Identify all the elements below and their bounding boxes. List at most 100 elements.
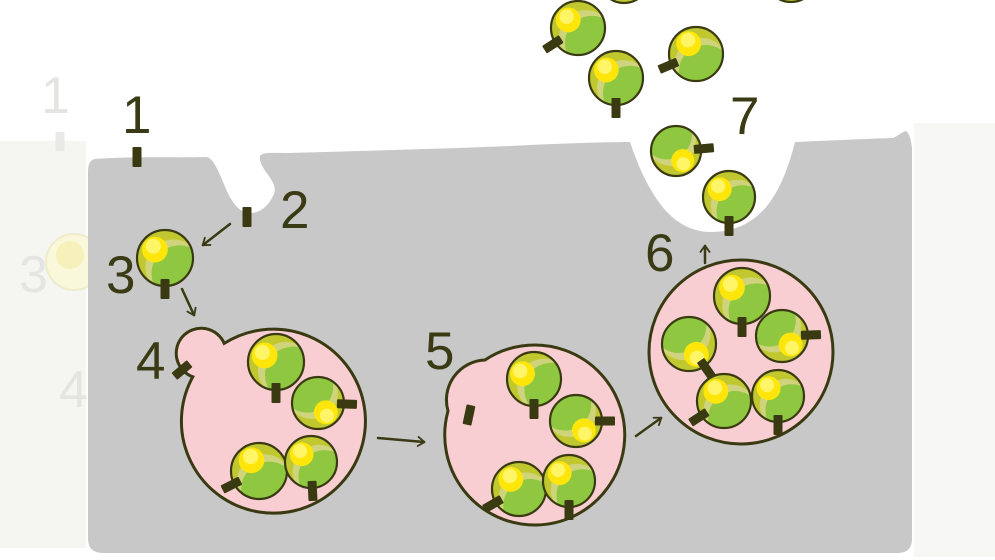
membrane-receptor-tick (462, 404, 476, 426)
membrane-receptor-tick (132, 147, 142, 167)
virion-highlight-bright (760, 378, 775, 393)
spike-protein-tick (564, 500, 574, 520)
virion-highlight-bright (254, 344, 270, 361)
virion-green-shade (603, 65, 643, 105)
virion-outline (667, 25, 725, 83)
virion-body-group (655, 310, 716, 371)
virion-spike-group (697, 358, 716, 379)
spike-protein-tick (220, 476, 242, 494)
virion-particle (655, 310, 718, 379)
virion-outline (778, 0, 804, 4)
spike-protein-tick (611, 98, 621, 118)
virion-spike-group (773, 415, 783, 435)
spike-protein-tick (657, 57, 680, 74)
ghost-stage-label-3: 3 (19, 246, 48, 304)
virion-highlight-bright (722, 276, 738, 292)
virion-spike-group (693, 143, 715, 154)
virion-particle (765, 0, 817, 4)
spike-protein-tick (160, 279, 170, 299)
virion-spike-group (220, 476, 242, 494)
spike-protein-tick (542, 35, 564, 54)
virion-spike-group (336, 399, 358, 409)
virion-highlight-bright (319, 408, 334, 423)
stage-label-2: 2 (280, 181, 309, 240)
virion-outline (549, 0, 607, 57)
virion-highlight-bright (145, 238, 161, 254)
spike-protein-tick (688, 408, 710, 427)
arrow-stage3-to-stage4 (180, 287, 197, 317)
membrane-receptor-tick (242, 207, 252, 227)
virion-outline (660, 315, 718, 373)
spike-protein-tick (307, 480, 318, 502)
virion-particle (541, 453, 597, 520)
stage-label-6: 6 (645, 224, 674, 283)
membrane-receptor-tick (171, 360, 193, 380)
spike-protein-tick (336, 399, 358, 409)
virion-spike-group (542, 35, 564, 54)
virion-spike-group (482, 495, 504, 513)
ghost-stage-label-1: 1 (41, 67, 70, 125)
arrow-stage4-to-stage5 (376, 436, 426, 447)
virion-green-shade (565, 15, 605, 55)
spike-protein-tick (737, 317, 747, 337)
spike-protein-tick (800, 330, 822, 340)
spike-protein-tick (697, 358, 716, 379)
virion-particle (712, 266, 772, 337)
virion-highlight-bright (559, 9, 574, 24)
virion-highlight-bright (597, 59, 612, 74)
virion-highlight-bright (711, 179, 726, 194)
virion-green-shade (556, 469, 595, 507)
virion-green-shade (716, 185, 755, 223)
spike-protein-tick (529, 399, 539, 419)
virion-spike-group (611, 98, 621, 118)
virion-highlight-bright (551, 463, 566, 478)
virion-particle (505, 350, 568, 419)
virion-spike-group (160, 279, 170, 299)
virion-outline (609, 0, 639, 5)
spike-protein-tick (724, 216, 734, 236)
virion-green-shade (765, 384, 804, 422)
virion-spike-group (271, 383, 281, 403)
spike-protein-tick (271, 383, 281, 403)
virion-particle (542, 0, 607, 57)
virion-spike-group (737, 317, 747, 337)
virion-outline (695, 372, 753, 430)
spike-protein-tick (482, 495, 504, 513)
virion-particle (599, 0, 649, 5)
virion-highlight-bright (577, 426, 592, 441)
virion-body-group (714, 268, 770, 324)
ghost-membrane-tick (55, 132, 65, 151)
stage-label-5: 5 (425, 322, 454, 381)
stage-label-7: 7 (730, 87, 759, 146)
virion-spike-group (800, 330, 822, 340)
stage-label-4: 4 (136, 332, 165, 391)
virion-green-shade (298, 450, 337, 488)
virion-green-shade (728, 283, 770, 324)
virion-spike-group (724, 216, 734, 236)
spike-protein-tick (595, 416, 615, 426)
ghost-stage-label-4: 4 (59, 361, 88, 419)
virion-highlight-bright (293, 444, 308, 459)
virion-spike-group (595, 416, 615, 426)
virion-spike-group (307, 480, 318, 502)
virion-highlight-bright (676, 157, 691, 171)
virion-highlight-bright (243, 449, 259, 465)
stage-label-3: 3 (106, 246, 135, 305)
virion-highlight-bright (680, 32, 696, 48)
virion-spike-group (529, 399, 539, 419)
spike-protein-tick (773, 415, 783, 435)
virion-green-shade (151, 245, 193, 286)
stage-label-1: 1 (122, 86, 151, 145)
virion-body-group (543, 455, 595, 507)
virion-highlight-bright (502, 468, 518, 484)
spike-protein-tick (693, 143, 715, 154)
virion-spike-group (688, 408, 710, 427)
ghost-panel-left (0, 141, 86, 548)
arrow-stage2-to-stage3 (201, 222, 232, 247)
virion-spike-group (657, 57, 680, 74)
ghost-panel-right (914, 123, 995, 557)
virion-body-group (551, 1, 605, 55)
ghost-virion-highlight (56, 241, 84, 269)
